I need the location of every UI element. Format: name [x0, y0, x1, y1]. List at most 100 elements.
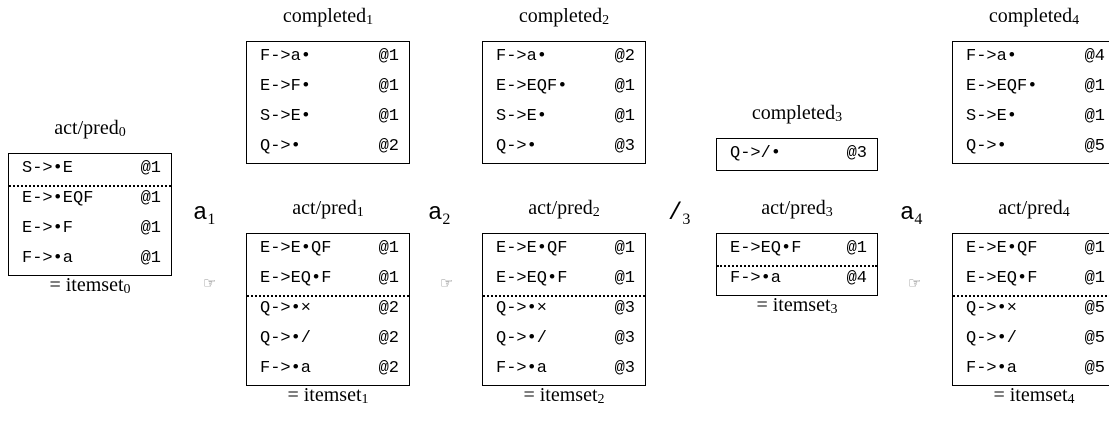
item-rule: Q->•	[260, 137, 301, 156]
item-rule: Q->•×	[966, 299, 1018, 318]
item-rule: S->E•	[496, 107, 548, 126]
act-pred-title: act/pred4	[998, 197, 1069, 220]
itemset-caption-subscript: 2	[597, 392, 605, 407]
act-pred-title: act/pred1	[292, 197, 363, 220]
itemset-caption-text: = itemset	[756, 294, 831, 316]
transition-symbol-text: /	[668, 200, 683, 227]
itemset-caption-text: = itemset	[523, 384, 598, 406]
item-rule: E->•EQF	[22, 189, 94, 208]
item-origin: @3	[614, 299, 635, 318]
item-rule: Q->/•	[730, 144, 782, 163]
item-rule: S->•E	[22, 159, 74, 178]
item-rule: E->EQ•F	[730, 239, 802, 258]
item-origin: @1	[140, 249, 161, 268]
item-row: Q->•×@2	[247, 294, 409, 324]
item-origin: @5	[1084, 137, 1105, 156]
item-origin: @5	[1084, 329, 1105, 348]
completed-title-subscript: 4	[1072, 13, 1080, 28]
itemset-caption-subscript: 3	[830, 302, 838, 317]
item-origin: @2	[378, 299, 399, 318]
item-rule: S->E•	[966, 107, 1018, 126]
item-rule: Q->•/	[496, 329, 548, 348]
itemset-caption-subscript: 0	[123, 282, 131, 297]
item-origin: @1	[140, 189, 161, 208]
item-row: Q->•/ @2	[247, 324, 409, 354]
item-origin: @2	[614, 47, 635, 66]
item-rule: E->EQF•	[966, 77, 1038, 96]
completed-title-subscript: 1	[366, 13, 374, 28]
item-origin: @1	[614, 77, 635, 96]
item-row: Q->/• @3	[717, 139, 877, 169]
item-rule: F->•a	[260, 359, 312, 378]
item-row: E->F•@1	[247, 72, 409, 102]
act-pred-title: act/pred2	[528, 197, 599, 220]
item-row: E->EQF• @1	[953, 72, 1109, 102]
item-origin: @5	[1084, 299, 1105, 318]
item-origin: @3	[614, 359, 635, 378]
itemset-caption: = itemset0	[49, 274, 130, 297]
act-pred-title-subscript: 0	[118, 125, 126, 140]
completed-title-text: completed	[282, 5, 367, 27]
item-origin: @2	[378, 137, 399, 156]
transition-symbol-subscript: 1	[207, 211, 216, 228]
transition-symbol-subscript: 2	[442, 211, 451, 228]
item-row: E->EQ•F@1	[953, 264, 1109, 294]
item-rule: Q->•/	[966, 329, 1018, 348]
item-rule: E->•F	[22, 219, 74, 238]
item-origin: @2	[378, 329, 399, 348]
item-row: F->•a @5	[953, 354, 1109, 384]
item-rule: F->•a	[730, 269, 782, 288]
itemset-caption: = itemset2	[523, 384, 604, 407]
dotted-divider	[717, 265, 877, 267]
transition-symbol-subscript: 4	[914, 211, 923, 228]
item-rule: F->•a	[966, 359, 1018, 378]
item-row: Q->•/ @3	[483, 324, 645, 354]
dotted-divider	[953, 295, 1109, 297]
transition-symbol-text: a	[193, 200, 208, 227]
item-origin: @1	[140, 219, 161, 238]
completed-title: completed2	[519, 5, 609, 28]
item-rule: F->a•	[496, 47, 548, 66]
act-pred-title-text: act/pred	[998, 197, 1063, 219]
item-row: E->EQF• @1	[483, 72, 645, 102]
act-pred-title-text: act/pred	[292, 197, 357, 219]
item-rule: Q->•/	[260, 329, 312, 348]
pointing-hand-icon: ☞	[203, 274, 217, 292]
transition-symbol: a2	[428, 200, 451, 228]
item-origin: @1	[378, 107, 399, 126]
item-row: Q->• @2	[247, 132, 409, 162]
item-row: E->•F @1	[9, 214, 171, 244]
pointing-hand-icon: ☞	[908, 274, 922, 292]
item-rule: S->E•	[260, 107, 312, 126]
transition-symbol-subscript: 3	[682, 211, 691, 228]
pointing-hand-icon: ☞	[440, 274, 454, 292]
item-origin: @1	[1084, 77, 1105, 96]
transition-symbol-text: a	[428, 200, 443, 227]
item-origin: @5	[1084, 359, 1105, 378]
item-rule: E->EQF•	[496, 77, 568, 96]
item-origin: @3	[614, 137, 635, 156]
item-rule: E->EQ•F	[496, 269, 568, 288]
item-origin: @1	[1084, 239, 1105, 258]
act-pred-title-text: act/pred	[54, 117, 119, 139]
item-origin: @3	[846, 144, 867, 163]
item-rule: Q->•	[496, 137, 537, 156]
dotted-divider	[483, 295, 645, 297]
item-row: E->E•QF@1	[953, 234, 1109, 264]
transition-symbol: a1	[193, 200, 216, 228]
item-origin: @3	[614, 329, 635, 348]
item-row: E->E•QF@1	[247, 234, 409, 264]
item-origin: @1	[1084, 269, 1105, 288]
completed-title-text: completed	[518, 5, 603, 27]
item-row: E->E•QF@1	[483, 234, 645, 264]
item-rule: E->EQ•F	[260, 269, 332, 288]
item-rule: F->•a	[496, 359, 548, 378]
itemset-caption-subscript: 4	[1067, 392, 1075, 407]
completed-title-text: completed	[751, 102, 836, 124]
item-origin: @2	[378, 359, 399, 378]
completed-box: Q->/• @3	[716, 138, 878, 171]
item-origin: @1	[846, 239, 867, 258]
